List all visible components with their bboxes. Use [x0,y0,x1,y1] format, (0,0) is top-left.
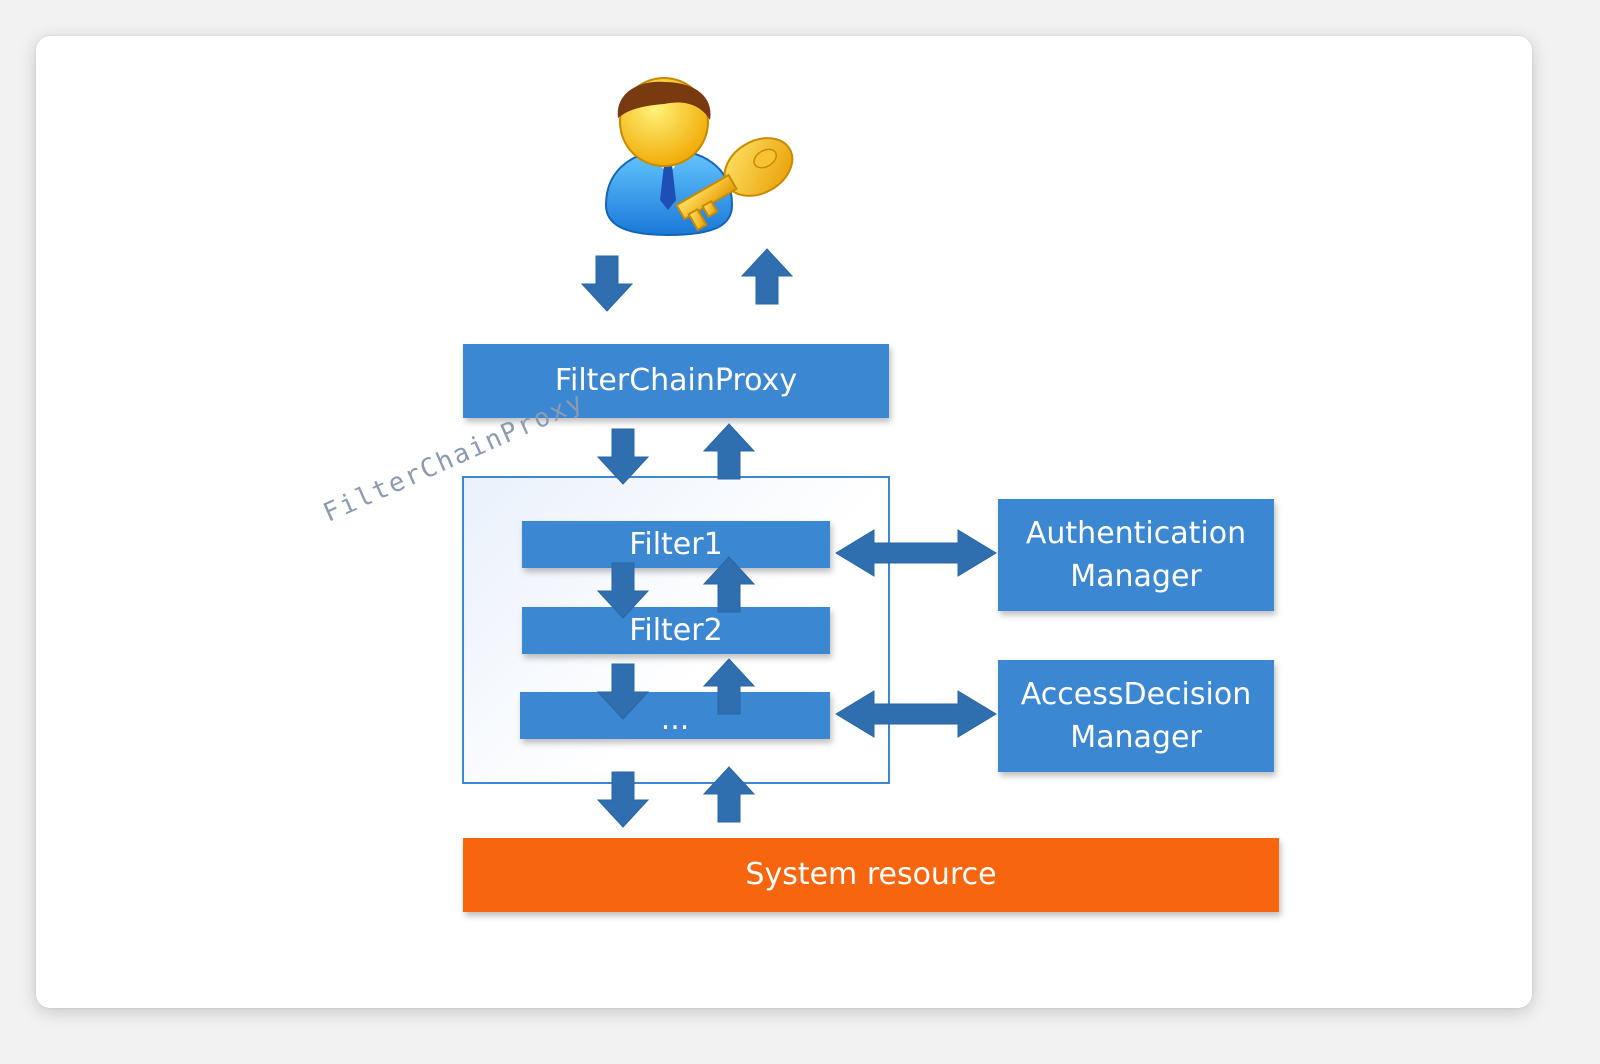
filter1-label: Filter1 [629,526,723,562]
arrow-up-icon [740,248,794,305]
arrow-up-icon [702,556,756,613]
filter2-box: Filter2 [522,607,830,654]
filter1-box: Filter1 [522,521,830,568]
arrow-up-icon [702,766,756,823]
filter-more-label: ... [660,701,690,737]
arrow-up-icon [702,658,756,715]
authentication-manager-box: Authentication Manager [998,499,1274,611]
double-arrow-icon [835,690,997,738]
system-resource-box: System resource [463,838,1279,912]
arrow-down-icon [596,663,650,720]
access-decision-manager-box: AccessDecision Manager [998,660,1274,772]
double-arrow-icon [835,529,997,577]
arrow-down-icon [596,771,650,828]
filter2-label: Filter2 [629,612,723,648]
arrow-down-icon [580,255,634,312]
access-decision-manager-label: AccessDecision Manager [1020,676,1252,756]
filter-chain-proxy-box: FilterChainProxy [463,344,889,418]
arrow-up-icon [702,423,756,480]
system-resource-label: System resource [745,857,997,893]
arrow-down-icon [596,428,650,485]
arrow-down-icon [596,562,650,619]
filter-chain-proxy-label: FilterChainProxy [554,363,798,399]
filter-more-box: ... [520,692,830,739]
authentication-manager-label: Authentication Manager [1025,515,1247,595]
